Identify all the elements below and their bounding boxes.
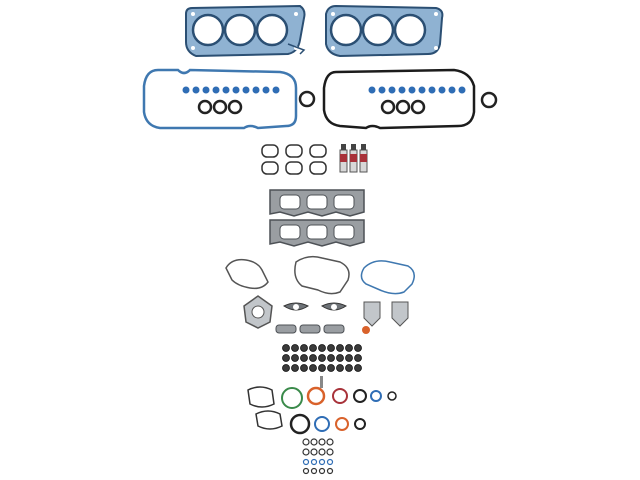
valve-cover-gasket-left [142, 68, 316, 130]
vertical-strip-gasket [320, 376, 323, 388]
o-ring-blue-1 [370, 390, 382, 402]
bracket-gasket-1 [363, 301, 381, 327]
head-gaskets [185, 4, 444, 58]
cover-seal-small-left [298, 90, 316, 108]
oil-pan-gasket [247, 386, 275, 408]
spark-plug-seal-row-2 [368, 86, 466, 94]
head-gasket-left [185, 4, 306, 58]
spark-plug-seal-row [182, 86, 280, 94]
sealant-tubes [339, 144, 368, 173]
small-flat-gaskets [275, 324, 370, 334]
o-rings-and-seals [247, 376, 397, 435]
water-pump-gasket-left [225, 258, 269, 290]
o-ring-green-large [281, 387, 303, 409]
valve-cover-gaskets [142, 68, 498, 130]
valve-cover-gasket-right [322, 68, 498, 130]
head-gasket-right [325, 4, 444, 58]
misc-metal-gaskets [243, 295, 409, 334]
intake-gaskets [261, 144, 327, 175]
o-ring-black-2 [354, 418, 366, 430]
sealant-tube-1 [339, 144, 348, 173]
cover-seal-small-right [480, 91, 498, 109]
water-pump-gasket-center [294, 255, 350, 295]
o-ring-black-1 [353, 389, 367, 403]
crank-seal-rear [289, 413, 311, 435]
sealant-tube-3 [359, 144, 368, 173]
o-ring-small-1 [387, 391, 397, 401]
exhaust-manifold-gaskets [269, 189, 365, 247]
crank-seal-front [306, 386, 326, 406]
water-pump-gasket-right [360, 260, 415, 295]
sealant-tube-2 [349, 144, 358, 173]
exhaust-gasket-upper [269, 189, 365, 217]
small-seal-rows [302, 438, 334, 475]
o-ring-red [332, 388, 348, 404]
bracket-gasket-2 [391, 301, 409, 327]
o-ring-orange [335, 417, 349, 431]
water-pump-gaskets [225, 255, 415, 295]
timing-cover-gasket [255, 410, 283, 430]
o-ring-blue-2 [314, 416, 330, 432]
valve-stem-seals [282, 344, 362, 372]
exhaust-gasket-lower [269, 219, 365, 247]
